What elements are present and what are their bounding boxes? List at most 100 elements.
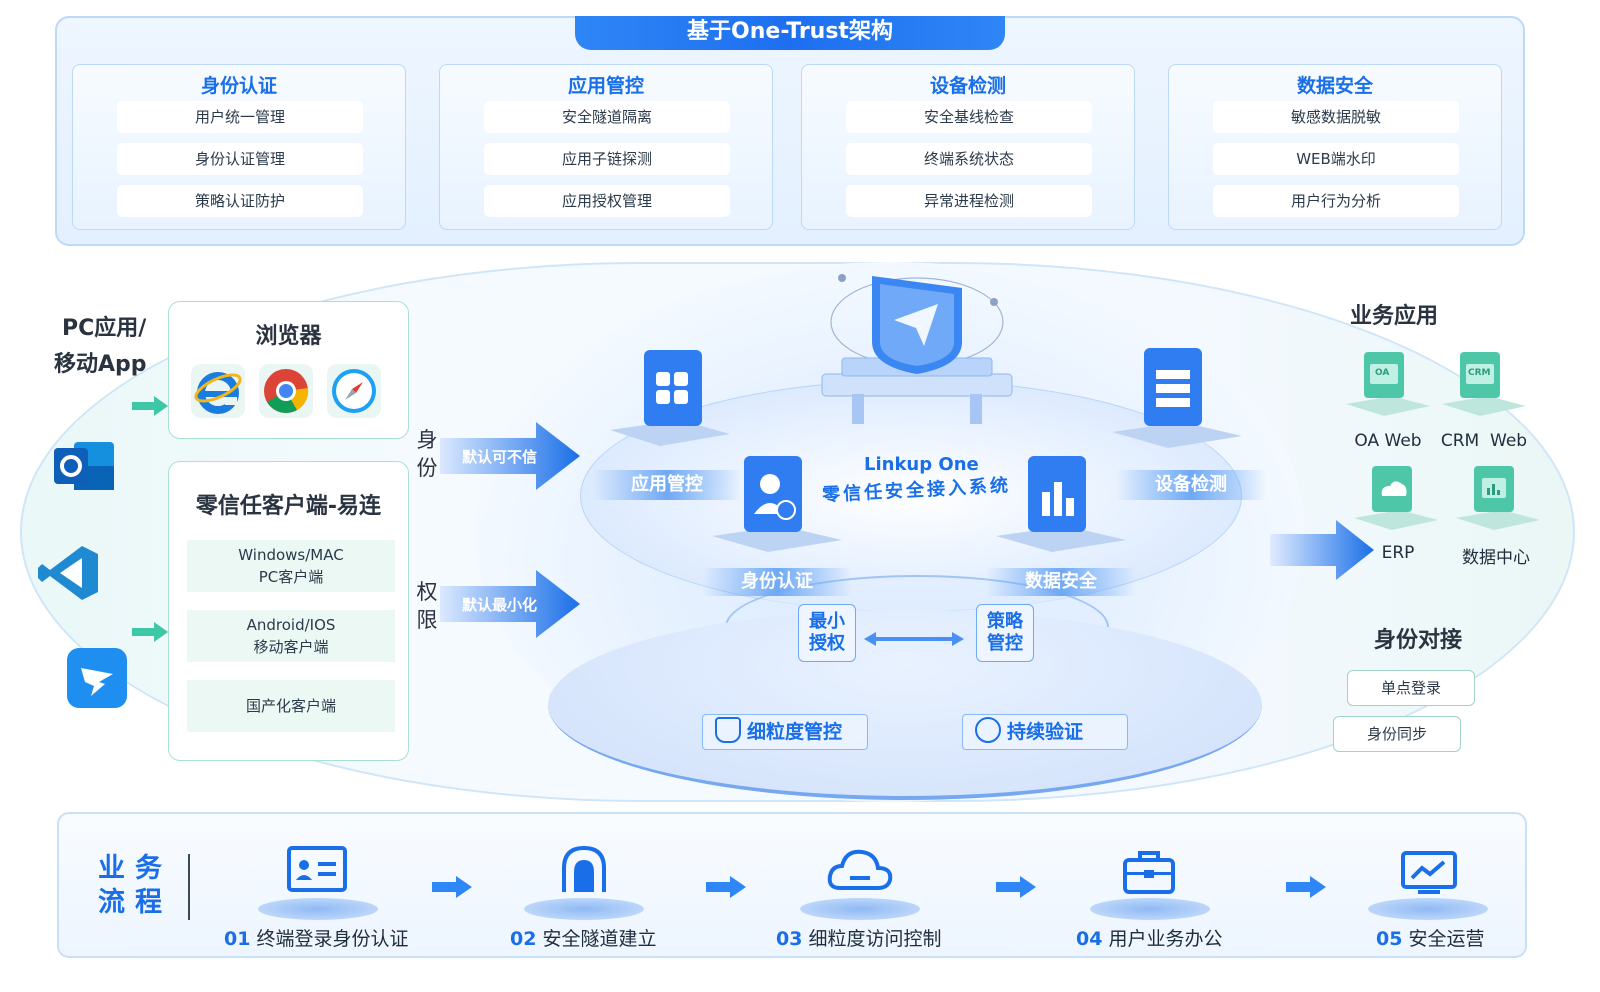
process-title: 业务 流程 bbox=[98, 852, 172, 920]
step-platform bbox=[1090, 898, 1210, 920]
client-apps-title: PC应用/ bbox=[62, 316, 147, 341]
principle-text: 授权 bbox=[809, 633, 845, 654]
user-verified-icon bbox=[712, 452, 842, 562]
apps-grid-icon bbox=[610, 348, 730, 458]
app-label-data-center: 数据中心 bbox=[1462, 548, 1530, 568]
client-item-line: Windows/MAC bbox=[238, 546, 344, 564]
shield-alert-icon bbox=[715, 717, 741, 743]
flow-label-minimal: 默认最小化 bbox=[462, 596, 538, 614]
principle-text: 管控 bbox=[987, 633, 1023, 654]
pillar-item: 用户统一管理 bbox=[117, 101, 363, 133]
step-text: 细粒度访问控制 bbox=[808, 928, 942, 950]
process-title-line: 业务 bbox=[98, 853, 172, 884]
monitor-chart-icon bbox=[1400, 850, 1458, 900]
output-arrow bbox=[1270, 520, 1374, 584]
process-divider bbox=[188, 854, 190, 920]
product-name: Linkup One bbox=[864, 454, 979, 475]
server-icon bbox=[1112, 348, 1242, 458]
identity-sync-item: 身份同步 bbox=[1333, 716, 1461, 752]
pillar-item: 敏感数据脱敏 bbox=[1213, 101, 1459, 133]
cloud-icon bbox=[826, 846, 894, 898]
zero-trust-client-box: 零信任客户端-易连 Windows/MAC PC客户端 Android/IOS … bbox=[168, 461, 409, 761]
client-item-line: 国产化客户端 bbox=[245, 697, 336, 715]
cloud-app-icon bbox=[1354, 464, 1438, 534]
client-item-line: Android/IOS bbox=[246, 616, 336, 634]
pillar-item: 终端系统状态 bbox=[846, 143, 1092, 175]
app-label-crm: CRM Web bbox=[1440, 431, 1528, 451]
app-label-oa: OA Web bbox=[1354, 431, 1422, 451]
step-arrow-icon bbox=[1286, 876, 1326, 902]
flow-vertical-label: 身 份 bbox=[416, 426, 438, 482]
arrow-icon bbox=[132, 396, 168, 420]
flow-char: 身 bbox=[416, 428, 438, 452]
module-label-identity: 身份认证 bbox=[702, 568, 852, 596]
id-card-icon bbox=[286, 844, 348, 898]
shield-logo-icon bbox=[812, 262, 1022, 432]
ie-icon bbox=[191, 364, 245, 418]
architecture-banner: 基于One-Trust架构 bbox=[575, 16, 1005, 50]
step-arrow-icon bbox=[996, 876, 1036, 902]
flow-char: 权 bbox=[416, 580, 438, 604]
outlook-icon bbox=[52, 436, 118, 496]
safari-icon bbox=[327, 364, 381, 418]
pillar-item: WEB端水印 bbox=[1213, 143, 1459, 175]
client-item-domestic: 国产化客户端 bbox=[187, 680, 395, 732]
flow-char: 限 bbox=[416, 608, 438, 632]
step-text: 终端登录身份认证 bbox=[256, 928, 409, 950]
step-platform bbox=[524, 898, 644, 920]
principle-text: 策略 bbox=[987, 611, 1023, 632]
client-item-pc: Windows/MAC PC客户端 bbox=[187, 540, 395, 592]
flow-arrow-identity bbox=[440, 422, 580, 494]
pillar-title: 设备检测 bbox=[929, 75, 1006, 97]
business-apps-title: 业务应用 bbox=[1350, 304, 1439, 329]
step-platform bbox=[800, 898, 920, 920]
chrome-icon bbox=[259, 364, 313, 418]
step-number: 04 bbox=[1076, 928, 1103, 950]
pillar-device-check: 设备检测 安全基线检查 终端系统状态 异常进程检测 bbox=[801, 64, 1135, 230]
module-label-device-check: 设备检测 bbox=[1116, 470, 1266, 500]
pillar-item: 用户行为分析 bbox=[1213, 185, 1459, 217]
briefcase-icon bbox=[1122, 848, 1176, 898]
step-number: 05 bbox=[1376, 928, 1403, 950]
oa-icon: OA bbox=[1346, 350, 1430, 420]
arrow-icon bbox=[132, 622, 168, 646]
browser-box: 浏览器 bbox=[168, 301, 409, 439]
tunnel-icon bbox=[558, 844, 610, 898]
feature-text: 持续验证 bbox=[1007, 721, 1084, 743]
principle-text: 最小 bbox=[809, 611, 845, 632]
step-text: 安全运营 bbox=[1408, 928, 1485, 950]
step-arrow-icon bbox=[706, 876, 746, 902]
pillar-item: 安全基线检查 bbox=[846, 101, 1092, 133]
client-box-title: 零信任客户端-易连 bbox=[195, 494, 382, 519]
pillar-data-security: 数据安全 敏感数据脱敏 WEB端水印 用户行为分析 bbox=[1168, 64, 1502, 230]
pillar-item: 异常进程检测 bbox=[846, 185, 1092, 217]
identity-integration-title: 身份对接 bbox=[1374, 628, 1463, 653]
pillar-app-control: 应用管控 安全隧道隔离 应用子链探测 应用授权管理 bbox=[439, 64, 773, 230]
feature-text: 细粒度管控 bbox=[747, 721, 843, 743]
principle-policy-control: 策略 管控 bbox=[976, 604, 1034, 662]
flow-label-untrusted: 默认可不信 bbox=[462, 448, 538, 466]
step-number: 02 bbox=[510, 928, 537, 950]
pillar-item: 策略认证防护 bbox=[117, 185, 363, 217]
crm-badge-text: CRM bbox=[1468, 368, 1491, 378]
step-number: 01 bbox=[224, 928, 251, 950]
feature-continuous-verification: 持续验证 bbox=[962, 714, 1128, 750]
module-label-data-security: 数据安全 bbox=[986, 568, 1136, 596]
dingtalk-icon bbox=[67, 648, 127, 708]
feature-fine-grained-control: 细粒度管控 bbox=[702, 714, 868, 750]
step-arrow-icon bbox=[432, 876, 472, 902]
vscode-icon bbox=[38, 544, 100, 602]
platform-ring-bottom bbox=[548, 610, 1262, 800]
sso-item: 单点登录 bbox=[1347, 670, 1475, 706]
principle-least-privilege: 最小 授权 bbox=[798, 604, 856, 662]
pillar-item: 应用授权管理 bbox=[484, 185, 730, 217]
pillar-item: 身份认证管理 bbox=[117, 143, 363, 175]
step-number: 03 bbox=[776, 928, 803, 950]
oa-badge-text: OA bbox=[1375, 368, 1390, 378]
module-label-app-control: 应用管控 bbox=[592, 470, 742, 500]
bar-chart-icon bbox=[996, 452, 1126, 562]
